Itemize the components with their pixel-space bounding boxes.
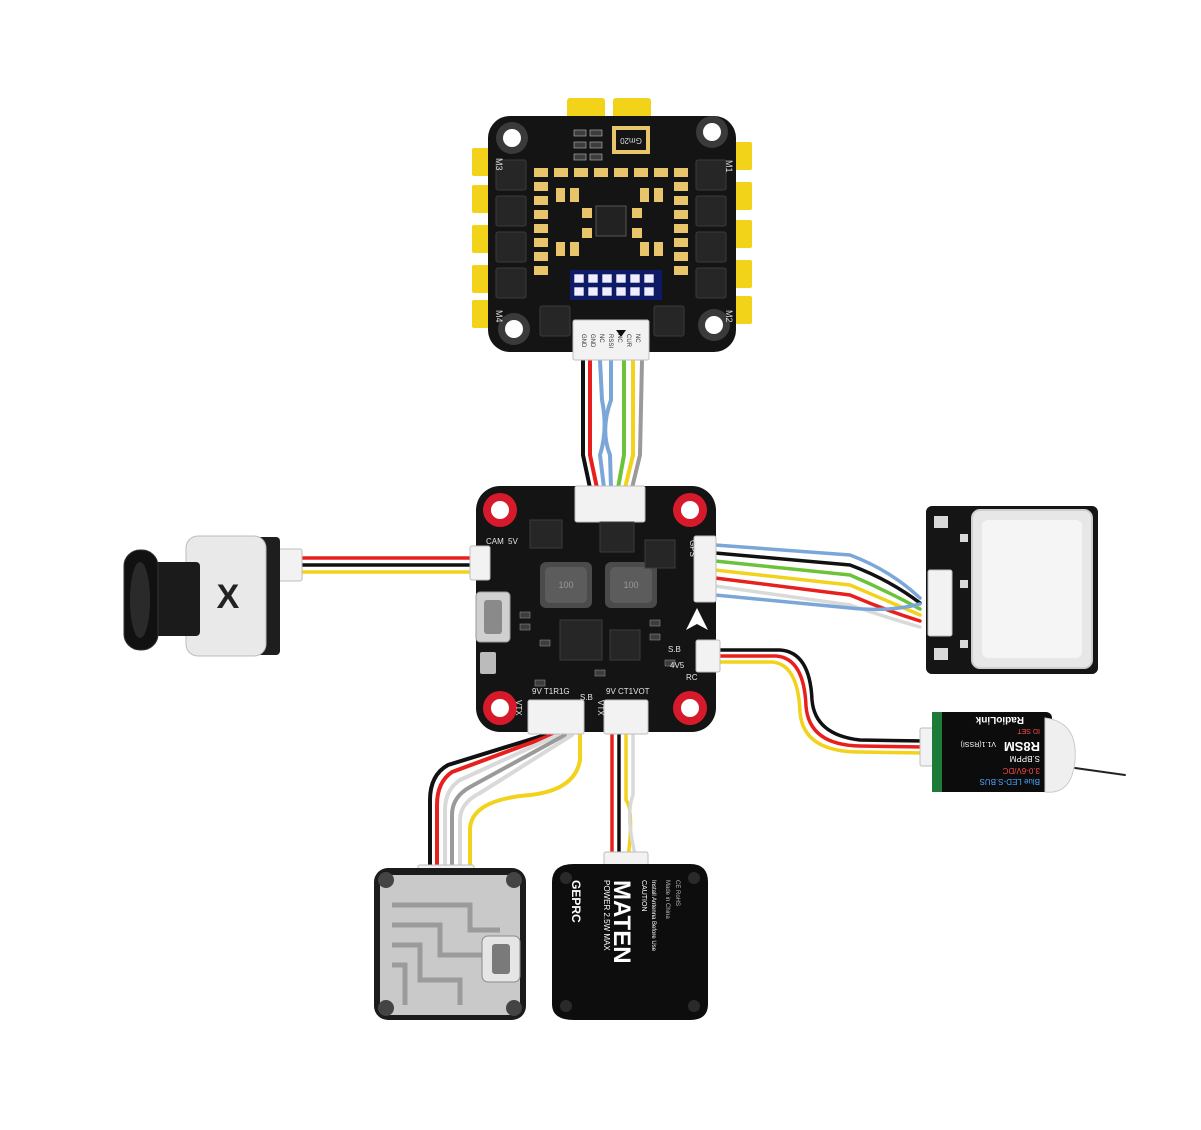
flight-controller: 100 100 bbox=[469, 485, 721, 735]
vtx-body bbox=[552, 864, 708, 1020]
receiver: Blue LED-S.BUS 3.0-6V/DC S.BPPM R8SM V1.… bbox=[919, 712, 1076, 793]
fc-inductors: 100 100 bbox=[540, 562, 657, 608]
fc-orientation-arrow bbox=[686, 608, 708, 630]
analog-vtx: MATEN POWER 2.5W MAX GEPRC CAUTION Insta… bbox=[552, 851, 708, 1020]
svg-text:NC: NC bbox=[598, 334, 604, 343]
fc-chips bbox=[529, 519, 676, 661]
vtx-made-in: Made in China bbox=[664, 880, 670, 919]
esc-label-m2: M2 bbox=[724, 310, 734, 323]
vtx-caution-note: Install Antenna Before Use bbox=[650, 880, 656, 952]
esc-top-resistors bbox=[573, 129, 603, 161]
fc-label-vtx-sb: S.B bbox=[580, 693, 593, 702]
fc-vtx-connector bbox=[527, 699, 585, 735]
fc-label-vtx: VTX bbox=[514, 700, 523, 716]
esc-board: Gm20 M3 M1 M4 M2 GND GND bbox=[472, 98, 752, 361]
esc-signal-connector bbox=[572, 319, 650, 361]
esc-capacitors bbox=[534, 168, 688, 275]
receiver-model: R8SM bbox=[1004, 739, 1040, 754]
svg-text:RSSI: RSSI bbox=[607, 334, 613, 348]
svg-text:NC: NC bbox=[634, 334, 640, 343]
receiver-brand: RadioLink bbox=[975, 714, 1024, 725]
esc-mcu bbox=[595, 205, 627, 237]
fc-mount-holes bbox=[483, 493, 707, 725]
receiver-line1: Blue LED-S.BUS bbox=[980, 777, 1040, 786]
fc-label-rc-4v5: 4V5 bbox=[670, 661, 685, 670]
wires bbox=[298, 358, 1126, 872]
fc-label-cam: CAM bbox=[486, 537, 504, 546]
esc-label-m3: M3 bbox=[494, 158, 504, 171]
esc-pin-labels: GND GND NC RSSI CUR NC NC bbox=[580, 334, 640, 348]
receiver-line3: S.BPPM bbox=[1009, 754, 1040, 763]
svg-text:CUR: CUR bbox=[625, 334, 631, 348]
receiver-line4: V1.1(RSSI) bbox=[961, 740, 996, 747]
vtx-caution: CAUTION bbox=[640, 880, 647, 912]
receiver-board bbox=[932, 712, 1052, 792]
esc-fc-wire-bundle bbox=[581, 358, 644, 490]
camera-logo: X bbox=[217, 578, 240, 616]
esc-signal-pads bbox=[570, 270, 662, 300]
svg-text:GND: GND bbox=[580, 334, 586, 348]
fc-label-rc: RC bbox=[686, 673, 698, 682]
fc-label-vtx-pins: 9V T1R1G bbox=[532, 687, 570, 696]
esc-motor-pads-right bbox=[734, 142, 752, 324]
receiver-wire-bundle bbox=[718, 648, 927, 755]
vtx-wire-bundle bbox=[610, 733, 638, 860]
esc-mosfets bbox=[495, 159, 727, 337]
vtx-brand: GEPRC bbox=[569, 880, 583, 923]
vtx-mount-holes bbox=[560, 872, 700, 1012]
esc-mount-holes bbox=[496, 116, 730, 345]
camera-connector bbox=[277, 548, 303, 582]
airunit-wire-bundle bbox=[428, 733, 582, 872]
fc-label-vtx2-pins: 9V CT1VOT bbox=[606, 687, 650, 696]
fc-passives bbox=[519, 611, 676, 687]
vtx-power: POWER 2.5W MAX bbox=[602, 880, 611, 951]
esc-motor-pads-left bbox=[472, 148, 490, 328]
vtx-name: MATEN bbox=[608, 880, 635, 964]
fc-boot-button bbox=[480, 652, 496, 674]
esc-pin1-marker bbox=[616, 330, 626, 337]
airunit-screws bbox=[378, 872, 522, 1016]
fc-label-vtx2: VTX bbox=[596, 700, 605, 716]
vtx-certs: CE RoHS bbox=[674, 880, 680, 906]
digital-air-unit bbox=[374, 864, 526, 1020]
svg-text:NC: NC bbox=[616, 334, 622, 343]
receiver-line2: 3.0-6V/DC bbox=[1002, 766, 1040, 775]
receiver-antenna bbox=[1074, 767, 1126, 776]
camera-wire-bundle bbox=[298, 556, 474, 574]
receiver-button-label: ID SET bbox=[1017, 727, 1040, 734]
fc-cam-connector bbox=[469, 545, 491, 581]
fc-label-gps: GPS bbox=[688, 540, 697, 557]
gps-module bbox=[926, 506, 1098, 674]
fc-label-cam-5v: 5V bbox=[508, 537, 518, 546]
fc-esc-connector bbox=[574, 485, 646, 523]
fc-label-rc-sb: S.B bbox=[668, 645, 681, 654]
fc-rc-connector bbox=[695, 639, 721, 673]
fc-inductor-label-2: 100 bbox=[623, 580, 638, 590]
esc-label-m1: M1 bbox=[724, 160, 734, 173]
camera-lens-barrel bbox=[150, 562, 200, 636]
receiver-antenna-mount bbox=[1044, 717, 1076, 793]
fc-vtx2-connector bbox=[603, 699, 649, 735]
esc-label-m4: M4 bbox=[494, 310, 504, 323]
fc-inductor-label-1: 100 bbox=[558, 580, 573, 590]
svg-text:GND: GND bbox=[589, 334, 595, 348]
esc-plug-label: Gm20 bbox=[620, 136, 642, 145]
fc-gps-connector bbox=[693, 535, 717, 603]
gps-connector bbox=[927, 569, 953, 637]
gps-wire-bundle bbox=[713, 543, 922, 629]
fpv-camera: X bbox=[123, 535, 303, 657]
